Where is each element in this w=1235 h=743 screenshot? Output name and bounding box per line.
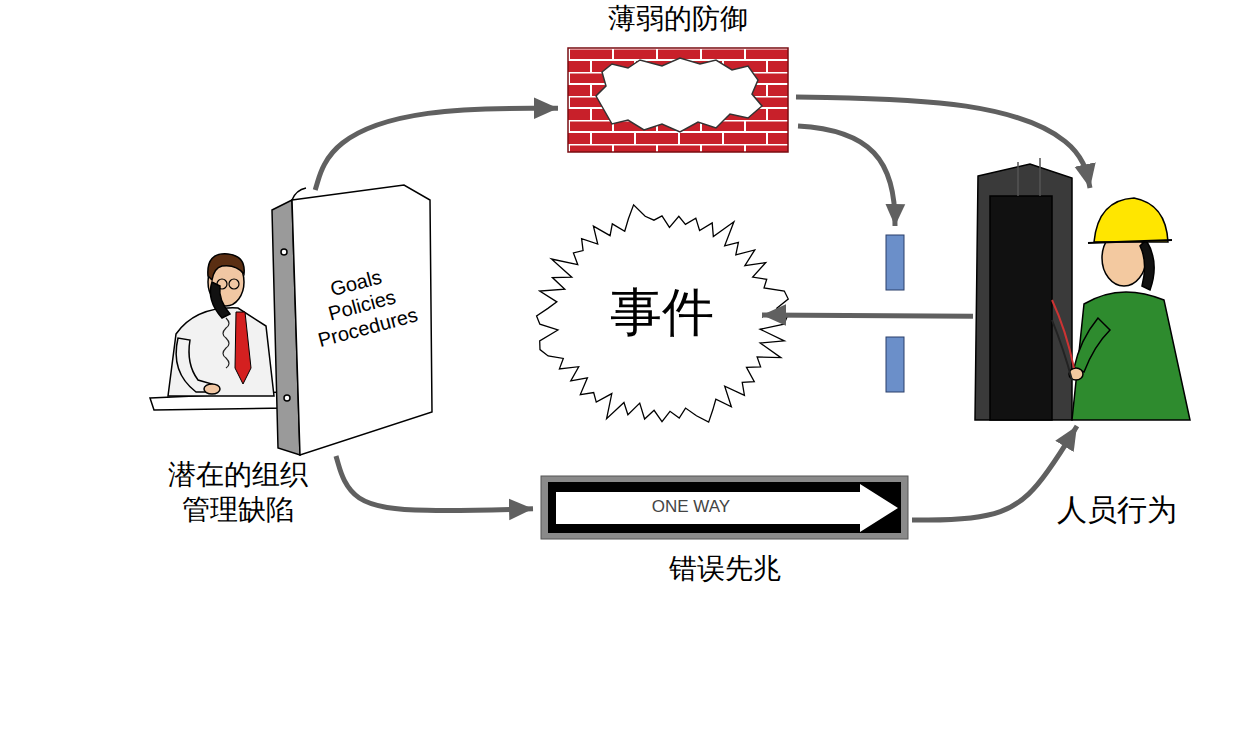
one-way-sign: ONE WAY错误先兆 — [541, 476, 908, 539]
flow-arrow — [336, 456, 533, 510]
one-way-sign — [541, 476, 908, 539]
manager-figure — [150, 254, 288, 410]
worker-figure — [975, 158, 1190, 420]
incident-text: 事件 — [548, 282, 776, 344]
brick-wall — [568, 48, 788, 152]
starburst-outline — [537, 205, 789, 422]
flow-arrow — [762, 315, 973, 316]
binder-text: Goals Policies Procedures — [295, 257, 429, 355]
flow-arrow — [798, 126, 895, 226]
policy-binder: Goals Policies Procedures潜在的组织 管理缺陷 — [272, 185, 432, 453]
starburst — [537, 205, 789, 422]
incident-burst: 事件 — [548, 212, 776, 422]
sign-text: ONE WAY — [601, 497, 781, 517]
node-heading: 人员行为 — [1047, 492, 1187, 528]
worker-box: 人员行为 — [975, 192, 1192, 420]
defence-wall: 薄弱的防御 — [568, 48, 788, 152]
node-heading: 错误先兆 — [541, 552, 908, 586]
node-heading: 潜在的组织 管理缺陷 — [152, 457, 324, 527]
node-heading: 薄弱的防御 — [568, 2, 788, 36]
binder — [272, 185, 432, 455]
barrier-bar — [886, 235, 904, 290]
barrier-bar — [886, 337, 904, 392]
flow-arrow — [796, 97, 1090, 188]
flow-arrow — [912, 426, 1077, 520]
flow-arrow — [315, 108, 558, 190]
